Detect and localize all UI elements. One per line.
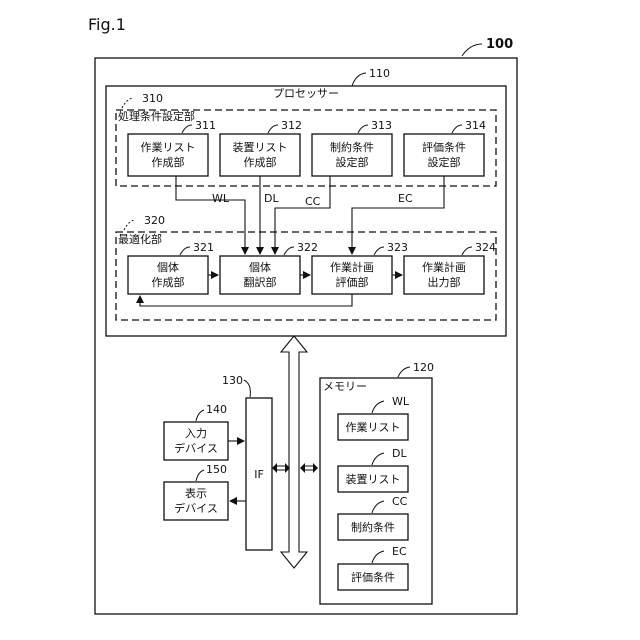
block-323-ref: 323 <box>387 241 408 254</box>
block-311-line1: 作業リスト <box>141 141 196 154</box>
settings-unit-leader-line <box>122 98 132 108</box>
settings-unit-ref: 310 <box>142 92 163 105</box>
display-device-leader-line <box>196 470 204 481</box>
block-323-leader-line <box>374 247 384 255</box>
figure-title: Fig.1 <box>88 15 126 34</box>
block-324-ref: 324 <box>475 241 496 254</box>
block-314-line1: 評価条件 <box>422 140 466 154</box>
memory-item-work-list-label: 作業リスト <box>346 421 401 434</box>
input-device-line2: デバイス <box>174 441 218 455</box>
memory-ref: 120 <box>413 361 434 374</box>
if-bus-connector-head-left <box>272 463 277 473</box>
system-bus-arrow <box>281 336 307 568</box>
block-314-line2: 設定部 <box>428 155 461 169</box>
block-324-leader-line <box>462 247 472 255</box>
processor-label: プロセッサー <box>273 87 339 100</box>
display-device-ref: 150 <box>206 463 227 476</box>
memory-item-constraints-tag: CC <box>392 495 408 508</box>
block-322-line2: 翻訳部 <box>244 275 277 289</box>
memory-item-constraints-label: 制約条件 <box>351 520 395 534</box>
device-leader-line <box>462 44 482 56</box>
memory-leader-line <box>398 367 410 377</box>
processor-frame <box>106 86 506 336</box>
block-311-leader-line <box>182 125 192 133</box>
optimization-unit-leader-line <box>124 220 134 230</box>
memory-item-device-list-tag: DL <box>392 447 407 460</box>
memory-label: メモリー <box>323 380 367 393</box>
memory-item-evaluation-tag: EC <box>392 545 407 558</box>
optimization-unit-ref: 320 <box>144 214 165 227</box>
interface-label: IF <box>254 468 264 481</box>
ec-signal-label: EC <box>398 192 413 205</box>
block-312-line1: 装置リスト <box>233 141 288 154</box>
bus-memory-connector-head-left <box>300 463 305 473</box>
block-311-line2: 作成部 <box>152 155 185 169</box>
wl-signal-label: WL <box>212 192 230 205</box>
bus-memory-connector-head-right <box>313 463 318 473</box>
dl-signal-label: DL <box>264 192 279 205</box>
optimization-unit-label: 最適化部 <box>118 232 162 246</box>
processor-ref: 110 <box>369 67 390 80</box>
input-device-leader-line <box>196 410 204 421</box>
block-322-leader-line <box>284 247 294 255</box>
block-312-leader-line <box>268 125 278 133</box>
interface-leader-line <box>244 380 250 397</box>
block-324-line1: 作業計画 <box>422 260 466 274</box>
device-ref: 100 <box>486 37 513 52</box>
display-device-line1: 表示 <box>185 486 207 500</box>
settings-unit-label: 処理条件設定部 <box>118 109 195 123</box>
block-322-line1: 個体 <box>249 260 271 274</box>
block-321-line2: 作成部 <box>152 275 185 289</box>
processor-leader-line <box>352 73 366 86</box>
block-312-line2: 作成部 <box>244 155 277 169</box>
memory-item-work-list-tag: WL <box>392 395 410 408</box>
input-device-line1: 入力 <box>185 427 207 440</box>
block-321-leader-line <box>180 247 190 255</box>
cc-signal-label: CC <box>305 195 321 208</box>
memory-item-evaluation-label: 評価条件 <box>351 570 395 584</box>
block-313-line2: 設定部 <box>336 155 369 169</box>
block-314-ref: 314 <box>465 119 486 132</box>
memory-item-device-list-label: 装置リスト <box>346 473 401 486</box>
block-321-ref: 321 <box>193 241 214 254</box>
interface-ref: 130 <box>222 374 243 387</box>
block-313-line1: 制約条件 <box>330 140 374 154</box>
block-311-ref: 311 <box>195 119 216 132</box>
block-312-ref: 312 <box>281 119 302 132</box>
input-device-ref: 140 <box>206 403 227 416</box>
block-314-leader-line <box>452 125 462 133</box>
block-313-ref: 313 <box>371 119 392 132</box>
feedback-loop-arrow <box>140 294 352 306</box>
block-321-line1: 個体 <box>157 260 179 274</box>
block-313-leader-line <box>358 125 368 133</box>
block-322-ref: 322 <box>297 241 318 254</box>
display-device-line2: デバイス <box>174 501 218 515</box>
block-324-line2: 出力部 <box>428 275 461 289</box>
block-323-line2: 評価部 <box>336 275 369 289</box>
block-323-line1: 作業計画 <box>330 260 374 274</box>
